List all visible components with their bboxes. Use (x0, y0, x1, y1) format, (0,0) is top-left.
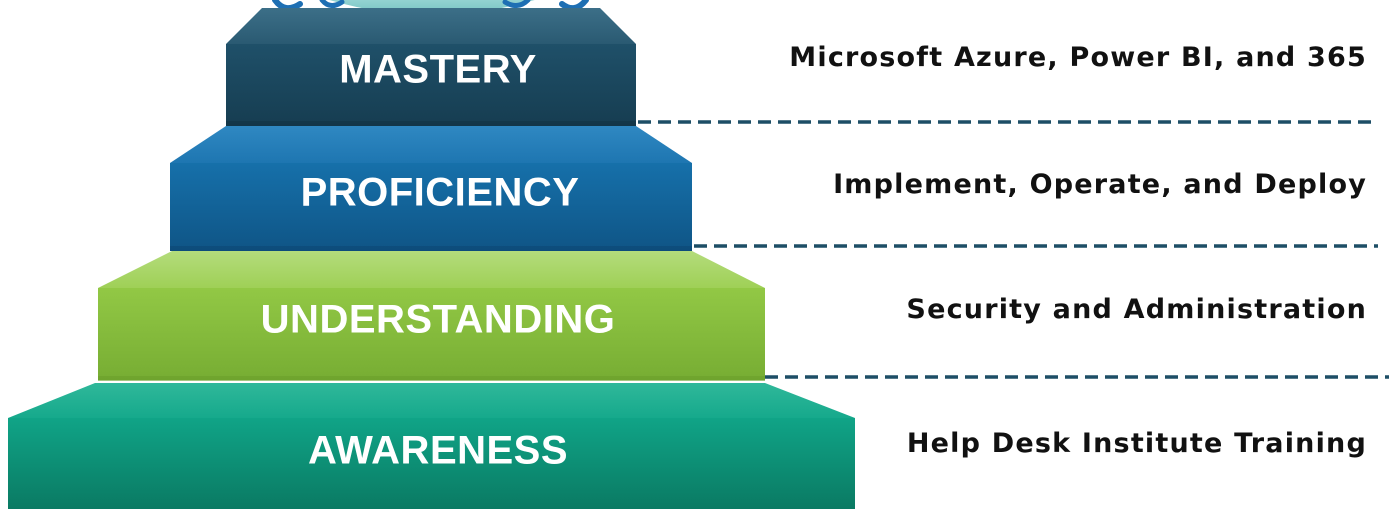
tier-description-mastery: Microsoft Azure, Power BI, and 365 (789, 42, 1367, 73)
emblem-arc-right-icon (559, 0, 589, 12)
tier-proficiency: PROFICIENCY (170, 126, 692, 251)
tier-mastery: MASTERY (226, 8, 636, 126)
emblem-arc-left-icon (272, 0, 303, 12)
tier-description-understanding: Security and Administration (906, 294, 1367, 325)
tier-description-awareness: Help Desk Institute Training (906, 428, 1367, 459)
tier-label-proficiency: PROFICIENCY (301, 171, 580, 215)
tier-awareness: AWARENESS (8, 383, 855, 509)
tier-label-understanding: UNDERSTANDING (261, 298, 616, 342)
tier-description-proficiency: Implement, Operate, and Deploy (833, 169, 1367, 200)
tier-label-mastery: MASTERY (339, 48, 537, 92)
dividers (638, 120, 1389, 379)
tier-label-awareness: AWARENESS (308, 429, 568, 473)
tier-understanding: UNDERSTANDING (98, 251, 765, 381)
